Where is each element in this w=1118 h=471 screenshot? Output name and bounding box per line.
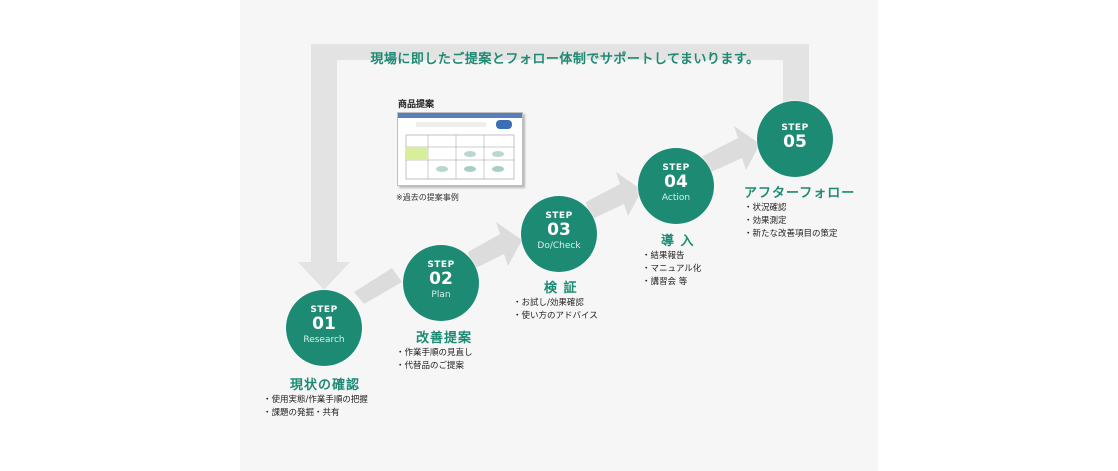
list-item: 状況確認 (744, 202, 838, 215)
step-phase: Research (303, 335, 345, 345)
list-item: 新たな改善項目の策定 (744, 228, 838, 241)
step-phase: Do/Check (537, 241, 581, 251)
list-item: マニュアル化 (642, 263, 702, 276)
list-item: 使用実態/作業手順の把握 (263, 394, 368, 407)
headline: 現場に即したご提案とフォロー体制でサポートしてまいります。 (370, 52, 760, 67)
step-03-title: 検 証 (544, 281, 578, 296)
list-item: 課題の発掘・共有 (263, 407, 368, 420)
proposal-document-image (398, 113, 522, 180)
list-item: 作業手順の見直し (396, 347, 473, 360)
step-number: 05 (783, 132, 807, 152)
flow-arrow-2 (468, 222, 522, 270)
step-label: STEP (662, 163, 690, 173)
step-05-circle: STEP 05 (757, 101, 833, 177)
proposal-thumbnail (397, 112, 523, 186)
step-label: STEP (427, 260, 455, 270)
step-01-title: 現状の確認 (290, 378, 361, 393)
list-item: 結果報告 (642, 250, 701, 263)
step-label: STEP (310, 305, 338, 315)
step-number: 02 (429, 269, 453, 289)
step-phase: Action (661, 193, 691, 203)
step-04-circle: STEP 04 Action (638, 148, 714, 224)
step-03-bullets: お試し/効果確認 使い方のアドバイス (513, 297, 598, 323)
step-02-bullets: 作業手順の見直し 代替品のご提案 (396, 347, 473, 373)
step-label: STEP (781, 123, 809, 133)
step-02-circle: STEP 02 Plan (403, 245, 479, 321)
step-label: STEP (545, 211, 573, 221)
step-02-title: 改善提案 (416, 331, 473, 346)
step-number: 03 (547, 220, 571, 240)
product-proposal-label: 商品提案 (398, 100, 435, 110)
flow-arrow-3 (586, 172, 642, 220)
flow-arrow-4 (703, 126, 760, 174)
list-item: 使い方のアドバイス (513, 310, 598, 323)
list-item: お試し/効果確認 (513, 297, 598, 310)
flow-arrow-1 (354, 268, 402, 304)
list-item: 講習会 等 (642, 276, 701, 289)
step-number: 01 (312, 314, 336, 334)
list-item: 効果測定 (744, 215, 838, 228)
step-phase: Plan (431, 290, 451, 300)
step-04-bullets: 結果報告 マニュアル化 講習会 等 (642, 250, 702, 289)
step-01-circle: STEP 01 Research (286, 290, 362, 366)
step-04-title: 導 入 (661, 234, 695, 249)
step-03-circle: STEP 03 Do/Check (521, 196, 597, 272)
proposal-caption: ※過去の提案事例 (396, 193, 459, 202)
list-item: 代替品のご提案 (396, 360, 473, 373)
step-05-title: アフターフォロー (744, 186, 856, 201)
step-01-bullets: 使用実態/作業手順の把握 課題の発掘・共有 (263, 394, 368, 420)
step-number: 04 (664, 172, 688, 192)
step-05-bullets: 状況確認 効果測定 新たな改善項目の策定 (744, 202, 838, 241)
